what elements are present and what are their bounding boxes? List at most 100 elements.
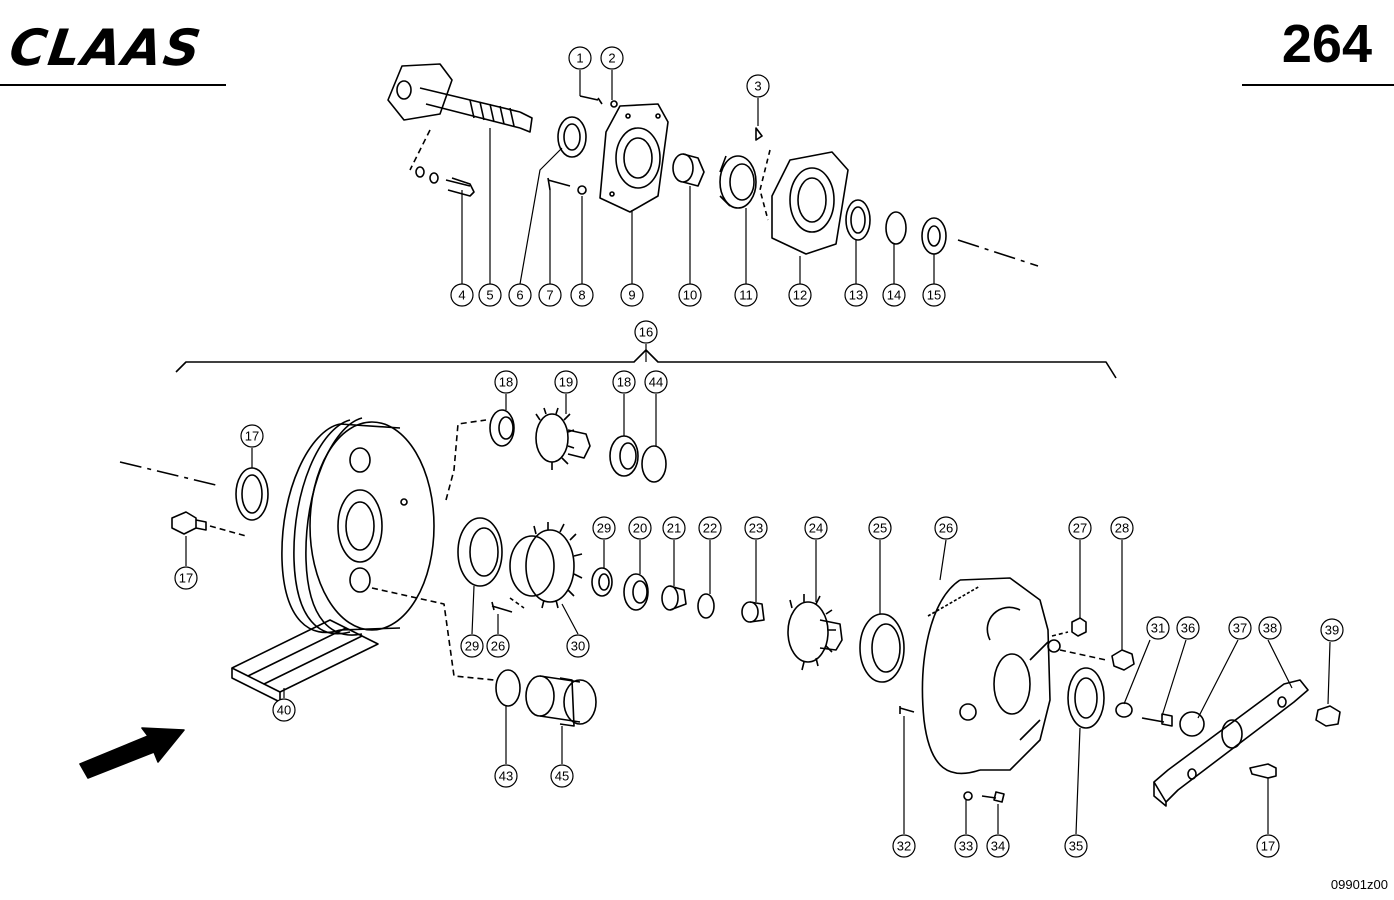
- bearing-21: [623, 573, 649, 611]
- callout-bubble: 3: [746, 74, 770, 98]
- callout-number: 21: [667, 521, 681, 536]
- callout-number: 17: [179, 571, 193, 586]
- pin-33: [899, 706, 915, 714]
- callout-number: 36: [1181, 621, 1195, 636]
- washer-34-screw-35: [963, 791, 1005, 803]
- callout-bubble: 28: [1110, 516, 1134, 540]
- callout-bubble: 43: [494, 764, 518, 788]
- header-right-rule: [1242, 84, 1394, 86]
- oring-45: [495, 669, 521, 707]
- callout-bubble: 8: [570, 283, 594, 307]
- callout-bubble: 12: [788, 283, 812, 307]
- callout-bubble: 24: [804, 516, 828, 540]
- oring-44: [641, 445, 667, 483]
- callout-number: 6: [516, 288, 523, 303]
- drawing-id: 09901z00: [1330, 877, 1388, 892]
- callout-bubble: 7: [538, 283, 562, 307]
- shaft-flange: [387, 63, 533, 133]
- bearing-20: [591, 567, 613, 597]
- callout-number: 16: [639, 325, 653, 340]
- bracket-39: [1153, 679, 1309, 807]
- gear-housing-27: [921, 577, 1051, 775]
- mid-leader-dash-top: [445, 419, 487, 501]
- callout-bubble: 1: [568, 46, 592, 70]
- callout-bubble: 25: [868, 516, 892, 540]
- callout-bubble: 4: [450, 283, 474, 307]
- left-axis-line: [119, 461, 221, 487]
- top-axis-line: [957, 239, 1039, 267]
- bearing-18-b: [609, 435, 639, 477]
- callout-number: 28: [1115, 521, 1129, 536]
- callout-number: 24: [809, 521, 823, 536]
- pin-30: [491, 597, 525, 613]
- callout-number: 8: [578, 288, 585, 303]
- callout-bubble: 6: [508, 283, 532, 307]
- callout-bubble: 39: [1320, 618, 1344, 642]
- callout-number: 17: [245, 429, 259, 444]
- callout-number: 22: [703, 521, 717, 536]
- plug-29-right: [1111, 649, 1135, 671]
- seal-ring-17-left: [235, 467, 269, 521]
- housing-12: [771, 151, 849, 255]
- callout-number: 30: [571, 639, 585, 654]
- callout-number: 39: [1325, 623, 1339, 638]
- callout-bubble: 34: [986, 834, 1010, 858]
- callout-bubble: 16: [634, 320, 658, 344]
- callout-bubble: 21: [662, 516, 686, 540]
- callout-number: 33: [959, 839, 973, 854]
- callout-bubble: 45: [550, 764, 574, 788]
- callout-number: 9: [628, 288, 635, 303]
- callout-bubble: 29: [592, 516, 616, 540]
- callout-bubble: 37: [1228, 616, 1252, 640]
- callout-bubble: 13: [844, 283, 868, 307]
- bushing-10: [672, 153, 705, 187]
- gear-31: [509, 522, 583, 609]
- circlip-14: [885, 211, 907, 245]
- callout-number: 29: [597, 521, 611, 536]
- callout-bubble: 17: [240, 424, 264, 448]
- bolt-40: [1315, 705, 1341, 727]
- callout-number: 34: [991, 839, 1005, 854]
- bearing-26-right: [859, 613, 905, 683]
- bolt-41: [1249, 763, 1277, 779]
- callout-bubble: 2: [600, 46, 624, 70]
- callout-number: 10: [683, 288, 697, 303]
- callout-bubble: 44: [644, 370, 668, 394]
- callout-number: 2: [608, 51, 615, 66]
- bearing-cover-9: [599, 103, 669, 213]
- callout-bubble: 32: [892, 834, 916, 858]
- bearing-11: [719, 155, 757, 209]
- callout-number: 45: [555, 769, 569, 784]
- v-belts-43: [231, 619, 379, 703]
- callout-number: 38: [1263, 621, 1277, 636]
- callout-bubble: 23: [744, 516, 768, 540]
- callout-number: 4: [458, 288, 465, 303]
- plug-29-left: [171, 511, 247, 537]
- disc-38: [1179, 711, 1205, 737]
- ring-23: [697, 593, 715, 619]
- callout-number: 20: [633, 521, 647, 536]
- callout-number: 35: [1069, 839, 1083, 854]
- mid-leader-dash-bottom: [371, 587, 495, 681]
- callout-number: 37: [1233, 621, 1247, 636]
- callout-bubble: 17: [1256, 834, 1280, 858]
- callout-number: 26: [939, 521, 953, 536]
- callout-bubble: 27: [1068, 516, 1092, 540]
- seal-ring-6: [557, 116, 587, 158]
- callout-number: 1: [576, 51, 583, 66]
- callout-number: 15: [927, 288, 941, 303]
- callout-number: 44: [649, 375, 663, 390]
- bushing-24: [741, 601, 765, 623]
- bearing-18-a: [489, 409, 515, 447]
- callout-bubble: 15: [922, 283, 946, 307]
- callout-bubble: 20: [628, 516, 652, 540]
- bushing-22: [661, 585, 687, 611]
- callout-number: 18: [499, 375, 513, 390]
- bolt-37: [1141, 713, 1173, 727]
- callout-number: 17: [1261, 839, 1275, 854]
- callout-number: 7: [546, 288, 553, 303]
- nut-15: [921, 217, 947, 255]
- oil-seal-17-right: [1067, 667, 1105, 729]
